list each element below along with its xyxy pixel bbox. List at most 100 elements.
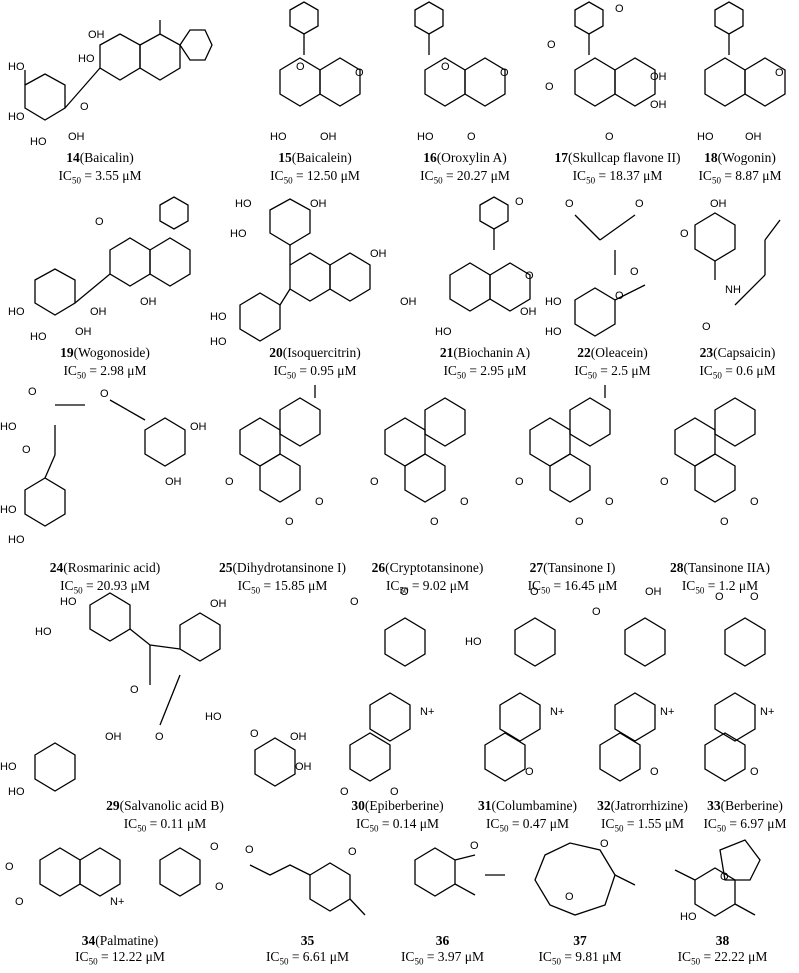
compound-31: HO O N+ O 31(Columbamine) IC50 = 0.47 μM bbox=[465, 585, 590, 835]
structure-23: OH O NH O bbox=[680, 198, 781, 333]
svg-text:HO: HO bbox=[30, 331, 47, 343]
svg-text:O: O bbox=[22, 444, 31, 456]
svg-text:O: O bbox=[5, 861, 14, 873]
svg-text:O: O bbox=[28, 386, 37, 398]
svg-text:HO: HO bbox=[0, 761, 17, 773]
svg-text:HO: HO bbox=[78, 53, 95, 65]
svg-text:OH: OH bbox=[68, 131, 85, 143]
compound-32: OH O N+ O 32(Jatrorrhizine) IC50 = 1.55 … bbox=[590, 585, 695, 835]
structure-14: OH HO O HO HO HO OH bbox=[8, 20, 213, 148]
svg-text:O: O bbox=[500, 67, 509, 79]
svg-text:O: O bbox=[250, 728, 259, 740]
svg-text:N+: N+ bbox=[110, 896, 124, 908]
svg-text:OH: OH bbox=[310, 198, 327, 210]
compound-16: O O HO O 16(Oroxylin A) IC50 = 20.27 μM bbox=[385, 0, 545, 195]
svg-text:O: O bbox=[565, 198, 574, 210]
svg-text:OH: OH bbox=[295, 761, 312, 773]
svg-text:O: O bbox=[715, 591, 724, 603]
svg-text:O: O bbox=[460, 496, 469, 508]
svg-text:OH: OH bbox=[645, 586, 662, 598]
svg-text:HO: HO bbox=[235, 198, 252, 210]
svg-text:O: O bbox=[467, 131, 476, 143]
compound-14: OH HO O HO HO HO OH 14(Baicalin) IC50 = … bbox=[0, 0, 213, 195]
svg-text:O: O bbox=[750, 591, 759, 603]
svg-text:O: O bbox=[615, 3, 624, 15]
svg-text:OH: OH bbox=[290, 731, 307, 743]
compound-28: O O O 28(Tansinone IIA) IC50 = 1.2 μM bbox=[645, 385, 795, 596]
svg-text:O: O bbox=[592, 606, 601, 618]
structure-27: O O O bbox=[515, 385, 614, 528]
svg-text:O: O bbox=[515, 196, 524, 208]
svg-text:O: O bbox=[285, 516, 294, 528]
compound-15: O O HO OH 15(Baicalein) IC50 = 12.50 μM bbox=[240, 0, 390, 195]
svg-text:O: O bbox=[530, 586, 539, 598]
svg-text:O: O bbox=[210, 841, 219, 853]
svg-text:HO: HO bbox=[8, 61, 25, 73]
compound-37: O O 37 IC50 = 9.81 μM bbox=[510, 835, 650, 973]
svg-text:OH: OH bbox=[165, 476, 182, 488]
svg-text:HO: HO bbox=[545, 296, 562, 308]
svg-text:O: O bbox=[702, 321, 711, 333]
svg-text:O: O bbox=[600, 838, 609, 850]
svg-text:O: O bbox=[525, 270, 534, 282]
svg-text:OH: OH bbox=[370, 248, 387, 260]
svg-text:N+: N+ bbox=[420, 706, 434, 718]
svg-text:O: O bbox=[630, 266, 639, 278]
svg-text:OH: OH bbox=[745, 131, 762, 143]
svg-text:O: O bbox=[155, 731, 164, 743]
svg-text:O: O bbox=[340, 786, 349, 798]
svg-text:OH: OH bbox=[105, 731, 122, 743]
svg-text:HO: HO bbox=[60, 596, 77, 608]
svg-text:O: O bbox=[635, 198, 644, 210]
structure-25: O O O bbox=[225, 385, 324, 528]
ic50-value: = 3.55 μM bbox=[84, 168, 142, 183]
svg-text:O: O bbox=[720, 871, 729, 883]
structure-17: O O OH OH O O bbox=[545, 1, 667, 143]
svg-text:O: O bbox=[441, 61, 450, 73]
structure-34: O O N+ O O bbox=[5, 841, 224, 908]
structure-20: HO HO OH OH OH HO HO bbox=[210, 198, 417, 348]
compound-34: O O N+ O O 34(Palmatine) IC50 = 12.22 μM bbox=[0, 835, 240, 973]
svg-text:OH: OH bbox=[710, 198, 727, 210]
structure-19: O HO OH OH OH HO bbox=[8, 196, 191, 343]
svg-text:O: O bbox=[615, 290, 624, 302]
structure-21: O O OH HO bbox=[435, 196, 537, 338]
svg-text:OH: OH bbox=[90, 306, 107, 318]
compound-29: HO HO OH O O HO O OH OH OH HO HO 29(Salv… bbox=[0, 585, 330, 835]
svg-text:O: O bbox=[750, 766, 759, 778]
svg-text:HO: HO bbox=[417, 131, 434, 143]
svg-text:N+: N+ bbox=[760, 706, 774, 718]
svg-text:O: O bbox=[315, 496, 324, 508]
svg-text:HO: HO bbox=[8, 111, 25, 123]
svg-text:O: O bbox=[525, 766, 534, 778]
compound-26: O O O 26(Cryptotansinone) IC50 = 9.02 μM bbox=[355, 385, 500, 596]
svg-text:OH: OH bbox=[520, 306, 537, 318]
svg-text:HO: HO bbox=[210, 311, 227, 323]
svg-text:HO: HO bbox=[8, 306, 25, 318]
svg-text:HO: HO bbox=[205, 711, 222, 723]
svg-text:HO: HO bbox=[270, 131, 287, 143]
svg-text:OH: OH bbox=[650, 71, 667, 83]
svg-text:HO: HO bbox=[680, 911, 697, 923]
svg-text:O: O bbox=[680, 228, 689, 240]
compound-18: O HO OH 18(Wogonin) IC50 = 8.87 μM bbox=[685, 0, 795, 195]
svg-text:OH: OH bbox=[140, 296, 157, 308]
compound-23: OH O NH O 23(Capsaicin) IC50 = 0.6 μM bbox=[680, 195, 795, 385]
compound-name: (Baicalin) bbox=[79, 150, 134, 165]
label-OH: OH bbox=[88, 29, 105, 41]
svg-text:O: O bbox=[215, 881, 224, 893]
compound-25: O O O 25(Dihydrotansinone I) IC50 = 15.8… bbox=[210, 385, 355, 596]
compound-27: O O O 27(Tansinone I) IC50 = 16.45 μM bbox=[500, 385, 645, 596]
svg-text:HO: HO bbox=[0, 421, 17, 433]
svg-text:O: O bbox=[547, 39, 556, 51]
svg-text:O: O bbox=[296, 61, 305, 73]
svg-text:HO: HO bbox=[35, 626, 52, 638]
svg-text:O: O bbox=[400, 586, 409, 598]
svg-text:OH: OH bbox=[650, 99, 667, 111]
structure-26: O O O bbox=[370, 397, 469, 528]
structure-15: O O HO OH bbox=[270, 1, 364, 143]
svg-text:O: O bbox=[390, 786, 399, 798]
svg-text:HO: HO bbox=[8, 786, 25, 798]
structure-31: HO O N+ O bbox=[465, 586, 564, 782]
svg-text:O: O bbox=[605, 496, 614, 508]
